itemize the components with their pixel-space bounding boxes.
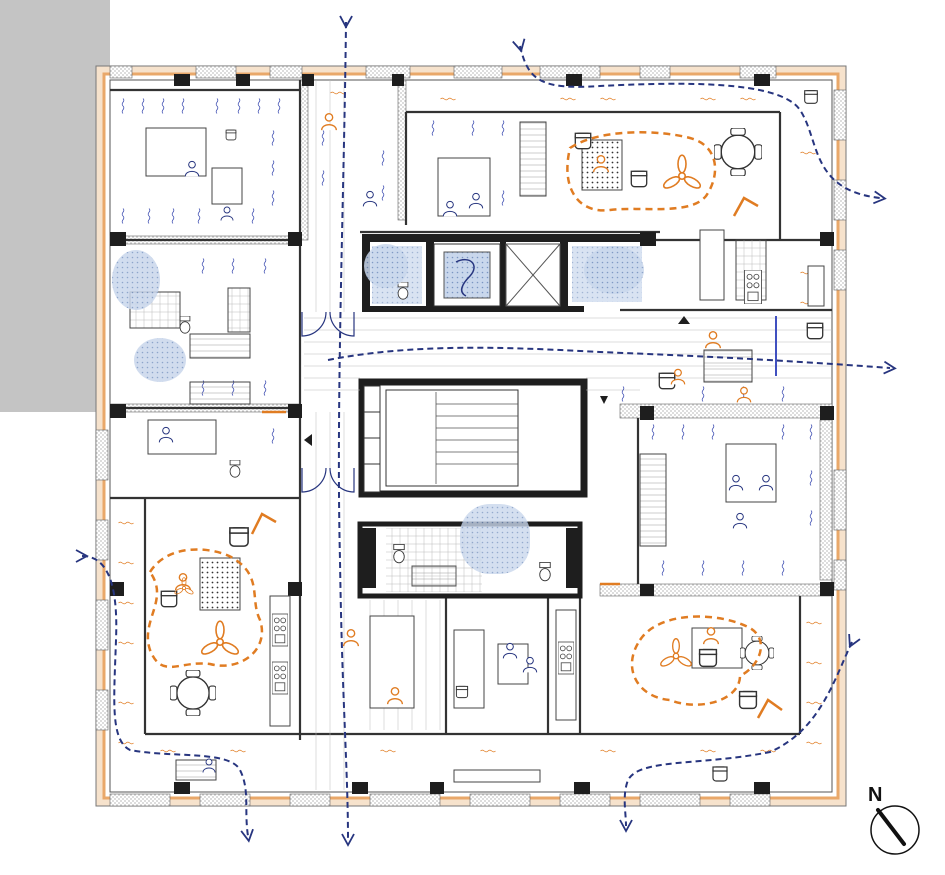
furniture <box>129 121 825 783</box>
compass-label: N <box>868 784 882 806</box>
stair-core <box>358 378 588 498</box>
airflow-paths <box>75 15 897 847</box>
bath-zones <box>112 244 644 382</box>
corridor-markers <box>304 316 690 446</box>
compass: N <box>868 784 920 855</box>
neighbor-building <box>0 0 110 412</box>
lower-core <box>357 504 583 599</box>
